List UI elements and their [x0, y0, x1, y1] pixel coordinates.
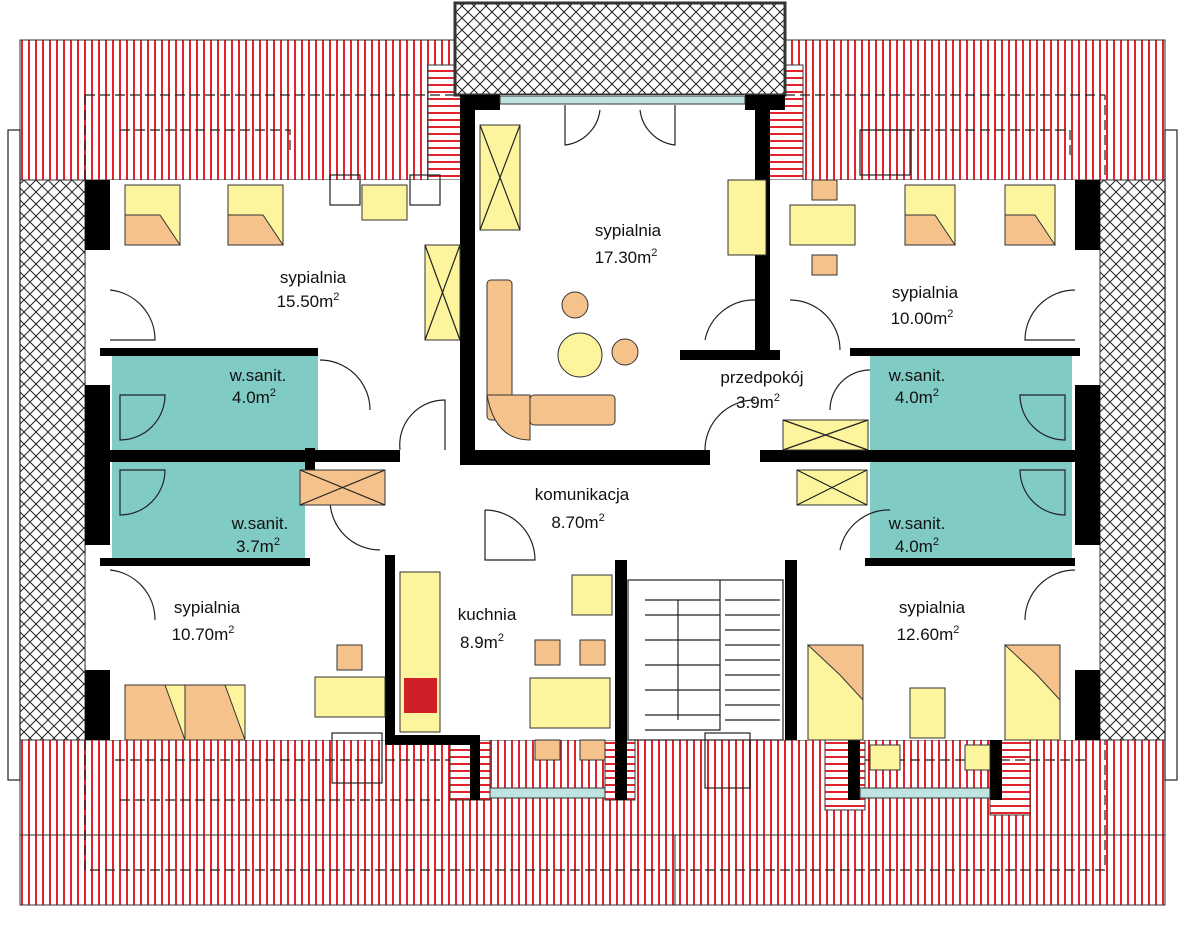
room-area: 3.9m2 [736, 392, 780, 412]
room-name: przedpokój [720, 368, 803, 387]
room-area: 4.0m2 [232, 387, 276, 407]
room-name: sypialnia [280, 268, 347, 287]
room-area: 8.70m2 [551, 512, 604, 532]
room-name: kuchnia [458, 605, 517, 624]
room-area: 4.0m2 [895, 387, 939, 407]
room-area: 15.50m2 [277, 291, 340, 311]
room-area: 10.00m2 [891, 308, 954, 328]
room-area: 8.9m2 [460, 632, 504, 652]
left-dormer [19, 179, 86, 741]
walls [85, 95, 1100, 800]
room-labels: sypialnia 15.50m2 sypialnia 17.30m2 sypi… [172, 221, 966, 652]
room-name: w.sanit. [229, 366, 287, 385]
doors [109, 105, 1076, 621]
furniture [119, 124, 1066, 789]
room-area: 10.70m2 [172, 624, 235, 644]
balcony [453, 1, 787, 97]
bathrooms [112, 355, 1072, 560]
room-area: 4.0m2 [895, 536, 939, 556]
room-name: sypialnia [595, 221, 662, 240]
room-name: w.sanit. [888, 514, 946, 533]
room-name: sypialnia [174, 598, 241, 617]
room-name: w.sanit. [231, 514, 289, 533]
room-area: 12.60m2 [897, 624, 960, 644]
room-name: w.sanit. [888, 366, 946, 385]
room-name: sypialnia [899, 598, 966, 617]
right-dormer [1099, 179, 1166, 741]
room-area: 3.7m2 [236, 536, 280, 556]
room-area: 17.30m2 [595, 247, 658, 267]
room-name: sypialnia [892, 283, 959, 302]
room-name: komunikacja [535, 485, 630, 504]
